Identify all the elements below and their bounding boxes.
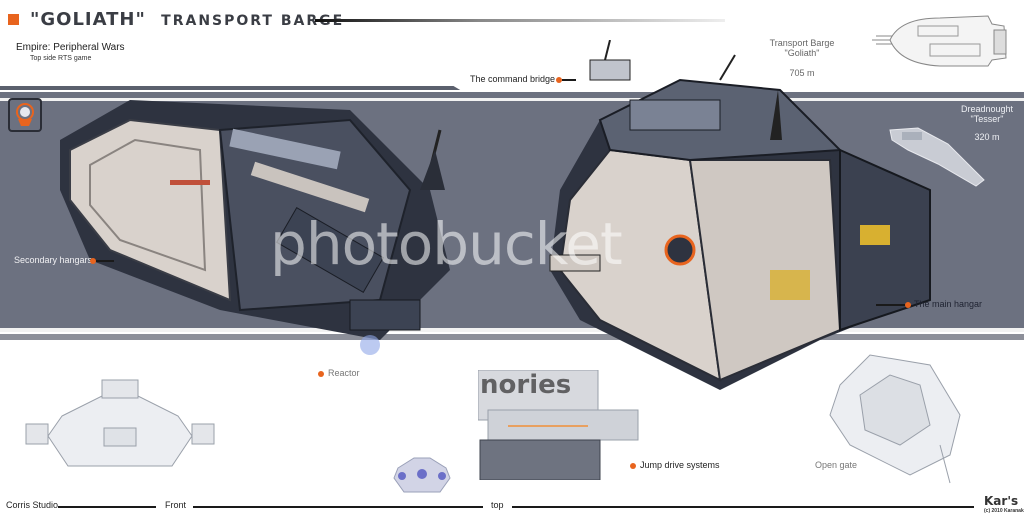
band-bottom-stripe	[0, 334, 1024, 340]
label-front-view: Front	[165, 500, 187, 510]
footer-line-1	[58, 506, 156, 508]
callout-command-bridge: The command bridge	[470, 74, 556, 84]
callout-reactor: Reactor	[328, 368, 360, 378]
title-accent-square	[8, 14, 19, 25]
title-divider	[315, 19, 725, 22]
tesser-name: "Tesser"	[970, 114, 1004, 124]
studio-logo-icon	[8, 98, 42, 132]
page-title: "GOLIATH" TRANSPORT BARGE	[30, 9, 344, 30]
photobucket-watermark: photobucket	[270, 210, 623, 278]
dreadnought-image	[888, 124, 988, 194]
callout-dot-command-bridge	[556, 77, 562, 83]
leader-line-command-bridge	[562, 79, 576, 81]
tesser-length: 320 m	[974, 132, 1000, 142]
title-ship-class: TRANSPORT BARGE	[161, 13, 345, 29]
goliath-length: 705 m	[789, 68, 815, 78]
footer-line-3	[512, 506, 974, 508]
leader-line-main-hangar	[876, 304, 906, 306]
callout-main-hangar: The main hangar	[914, 299, 983, 309]
callout-secondary-hangars: Secondary hangars	[14, 255, 93, 265]
callout-dot-reactor	[318, 371, 324, 377]
studio-name: Corris Studio	[6, 500, 59, 510]
front-view-small-image	[384, 448, 460, 494]
goliath-rear-isometric-image	[520, 39, 940, 400]
game-genre: Top side RTS game	[30, 55, 92, 62]
front-view-image	[22, 376, 218, 476]
callout-dot-main-hangar	[905, 302, 911, 308]
game-title: Empire: Peripheral Wars	[16, 42, 125, 53]
artist-copyright: (c) 2010 Karanak	[984, 508, 1024, 514]
goliath-name: "Goliath"	[784, 48, 820, 58]
goliath-side-isometric-image	[50, 70, 490, 370]
callout-dot-jump-drive	[630, 463, 636, 469]
overlay-stamp-text: nories	[480, 370, 572, 400]
callout-dot-secondary-hangars	[90, 258, 96, 264]
title-ship-name: "GOLIATH"	[30, 9, 146, 30]
scale-info-goliath: Transport Barge "Goliath" 705 m	[752, 38, 852, 78]
tesser-class: Dreadnought	[960, 104, 1014, 114]
top-view-image	[477, 369, 640, 481]
callout-jump-drive: Jump drive systems	[640, 460, 720, 470]
artist-signature: Kar's	[984, 494, 1019, 508]
callout-open-gate: Open gate	[815, 460, 858, 470]
scale-info-tesser: Dreadnought "Tesser" 320 m	[950, 104, 1024, 142]
footer-line-2	[193, 506, 483, 508]
band-bottom-line	[0, 328, 1024, 332]
leader-line-secondary-hangars	[96, 260, 114, 262]
blueprint-top-view-image	[870, 10, 1020, 72]
band-highlight-line	[0, 98, 1024, 101]
open-gate-view-image	[820, 345, 970, 485]
label-top-view: top	[491, 500, 504, 510]
goliath-class: Transport Barge	[769, 38, 835, 48]
